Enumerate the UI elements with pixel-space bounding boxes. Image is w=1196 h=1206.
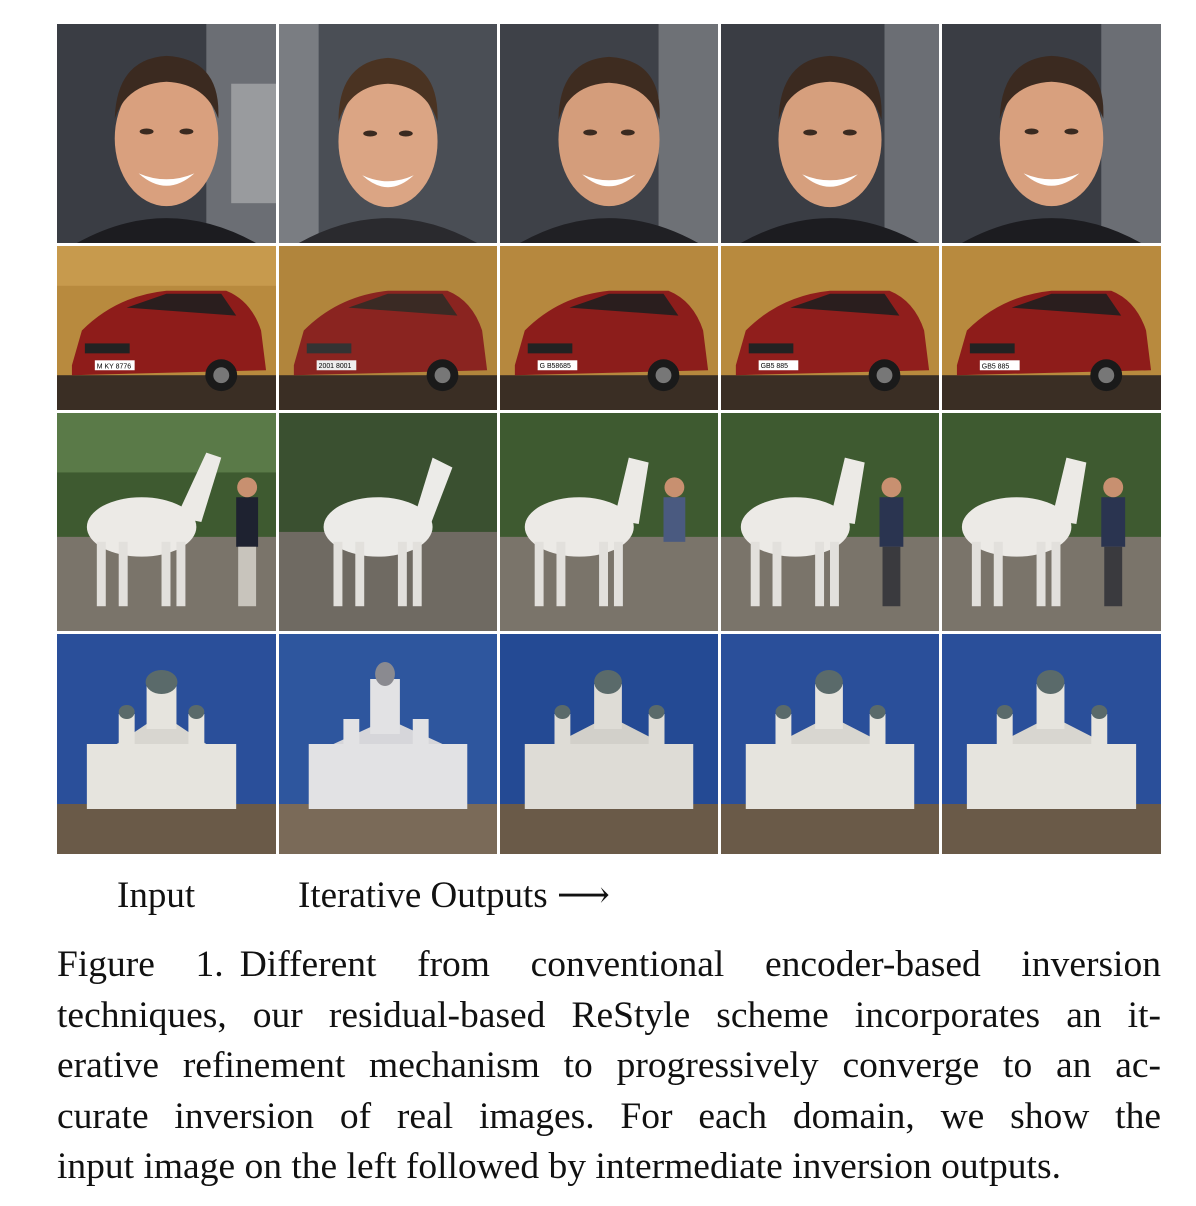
- car-plate-text: 2001 8001: [319, 363, 352, 370]
- figure-image-grid: M KY 8776 2001 8001 G B58685: [57, 24, 1161, 854]
- input-column-label: Input: [117, 875, 196, 916]
- face-output-4-image: [942, 24, 1161, 243]
- face-input-image: [57, 24, 276, 243]
- figure-number: Figure 1.: [57, 944, 224, 985]
- car-output-1-image: 2001 8001: [279, 246, 497, 410]
- car-output-2-image: G B58685: [500, 246, 718, 410]
- face-output-2-image: [500, 24, 718, 243]
- church-output-1-image: [279, 634, 497, 854]
- caption-line: techniques, our residual-based ReStyle s…: [57, 994, 1161, 1036]
- car-plate-text: GB5 885: [982, 363, 1010, 370]
- car-output-3-image: GB5 885: [721, 246, 939, 410]
- caption-text: Different from conventional encoder-base…: [239, 944, 1161, 985]
- horse-output-4-image: [942, 413, 1161, 631]
- car-plate-text: GB5 885: [761, 363, 788, 370]
- car-output-4-image: GB5 885: [942, 246, 1161, 410]
- caption-line: input image on the left followed by inte…: [57, 1146, 1061, 1187]
- caption-line: Figure 1. Different from conventional enc…: [57, 940, 1161, 991]
- horse-output-2-image: [500, 413, 718, 631]
- church-input-image: [57, 634, 276, 854]
- car-plate-text: G B58685: [540, 363, 571, 370]
- figure-caption: Figure 1. Different from conventional enc…: [57, 940, 1161, 1193]
- iterative-outputs-label: Iterative Outputs ⟶: [298, 875, 610, 916]
- church-output-2-image: [500, 634, 718, 854]
- church-output-3-image: [721, 634, 939, 854]
- horse-output-1-image: [279, 413, 497, 631]
- face-output-3-image: [721, 24, 939, 243]
- caption-line: erative refinement mechanism to progress…: [57, 1045, 1161, 1086]
- car-plate-text: M KY 8776: [97, 363, 131, 370]
- horse-input-image: [57, 413, 276, 631]
- face-output-1-image: [279, 24, 497, 243]
- car-input-image: M KY 8776: [57, 246, 276, 410]
- church-output-4-image: [942, 634, 1161, 854]
- caption-line: curate inversion of real images. For eac…: [57, 1095, 1161, 1137]
- horse-output-3-image: [721, 413, 939, 631]
